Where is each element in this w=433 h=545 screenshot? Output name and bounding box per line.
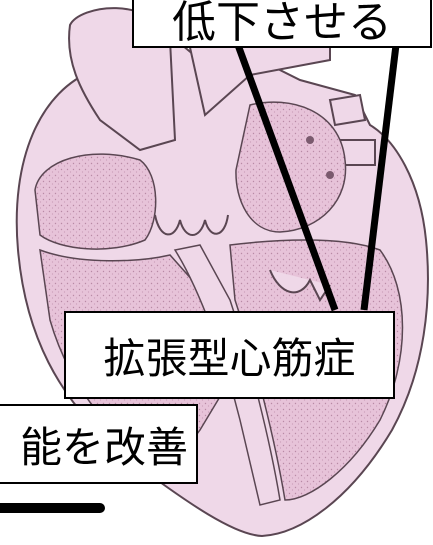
vein-opening [306,136,314,144]
vein-opening-2 [326,171,334,179]
label-reduce: 低下させる [132,0,432,48]
label-dilated-cardiomyopathy: 拡張型心筋症 [64,311,395,399]
label-improve-function: 能を改善 [0,404,198,484]
right-atrium [35,154,156,249]
